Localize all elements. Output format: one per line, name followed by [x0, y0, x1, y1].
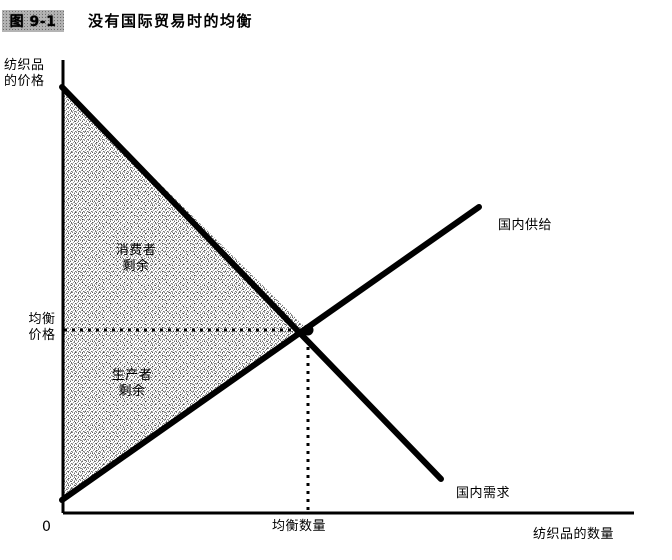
- figure-number-badge: 图 9-1: [2, 10, 64, 32]
- consumer-surplus-label: 消费者 剩余: [108, 243, 164, 275]
- x-axis-label: 纺织品的数量: [533, 527, 615, 542]
- figure-header: 图 9-1 没有国际贸易时的均衡: [0, 8, 672, 36]
- equilibrium-price-label-line2: 价格: [28, 328, 56, 343]
- producer-surplus-label-line1: 生产者: [111, 368, 153, 383]
- y-axis-label: 纺织品 的价格: [4, 58, 45, 90]
- equilibrium-quantity-label: 均衡数量: [272, 519, 327, 534]
- consumer-surplus-label-line2: 剩余: [122, 259, 150, 274]
- equilibrium-point: [302, 324, 314, 336]
- producer-surplus-label: 生产者 剩余: [104, 368, 160, 400]
- demand-curve: [59, 84, 444, 482]
- supply-curve-label: 国内供给: [498, 218, 553, 233]
- producer-surplus-label-line2: 剩余: [118, 384, 146, 399]
- consumer-surplus-label-line1: 消费者: [115, 243, 157, 258]
- y-axis-label-line2: 的价格: [4, 74, 45, 89]
- figure-title: 没有国际贸易时的均衡: [88, 12, 254, 30]
- equilibrium-price-label: 均衡 价格: [20, 312, 64, 344]
- supply-curve: [59, 204, 482, 503]
- figure-number-text: 图 9-1: [9, 14, 57, 30]
- origin-label: 0: [42, 519, 52, 535]
- demand-curve-label: 国内需求: [456, 486, 511, 501]
- equilibrium-price-label-line1: 均衡: [28, 312, 56, 327]
- y-axis-label-line1: 纺织品: [4, 58, 45, 73]
